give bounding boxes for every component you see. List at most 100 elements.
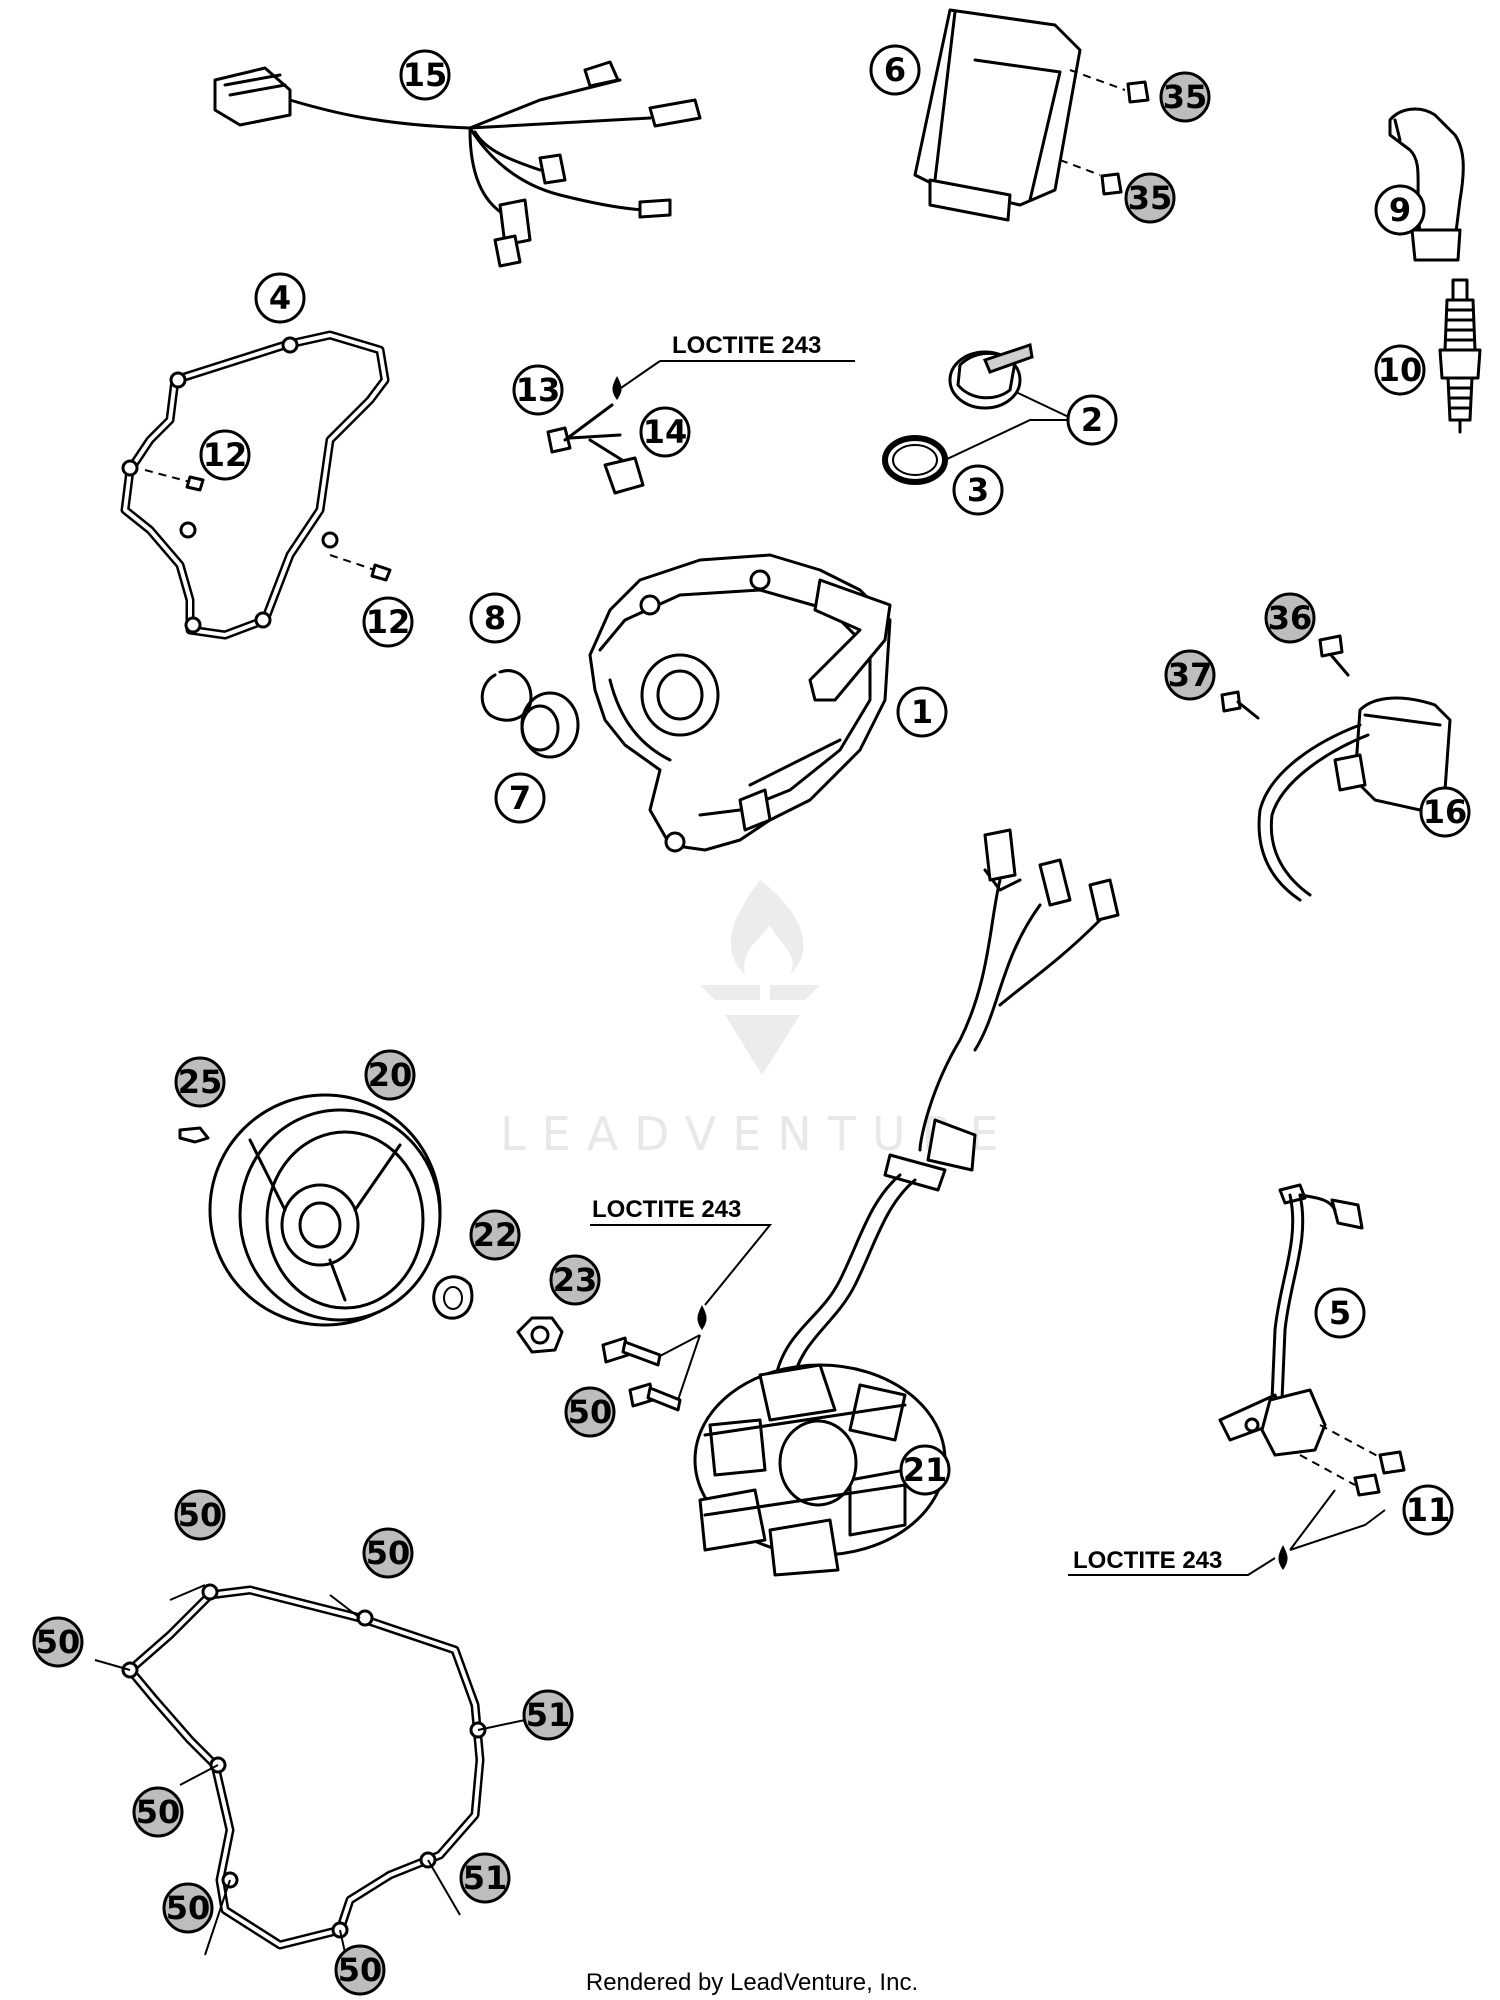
loctite-label-bottom-text: LOCTITE 243: [1073, 1547, 1222, 1574]
callout-21: 21: [899, 1444, 951, 1496]
seal-7-part: [520, 691, 580, 759]
control-unit-part: [913, 8, 1150, 222]
svg-text:25: 25: [178, 1063, 223, 1101]
watermark: LEADVENTURE: [500, 880, 1015, 1161]
callout-25: 25: [174, 1056, 226, 1108]
callout-50c: 50: [362, 1527, 414, 1579]
svg-text:51: 51: [463, 1859, 508, 1897]
svg-text:12: 12: [203, 436, 248, 474]
watermark-text: LEADVENTURE: [500, 1107, 1015, 1161]
callout-51b: 51: [459, 1852, 511, 1904]
stator-part: [693, 828, 1120, 1577]
callout-50a: 50: [564, 1386, 616, 1438]
svg-text:51: 51: [526, 1696, 571, 1734]
svg-text:3: 3: [967, 471, 989, 509]
callout-10: 10: [1374, 344, 1426, 396]
callout-50d: 50: [32, 1616, 84, 1668]
svg-text:16: 16: [1423, 793, 1468, 831]
oil-plug-2-part: [948, 343, 1034, 410]
svg-text:36: 36: [1268, 599, 1313, 637]
svg-text:21: 21: [903, 1451, 948, 1489]
svg-text:37: 37: [1168, 656, 1213, 694]
svg-text:12: 12: [366, 603, 411, 641]
callout-50b: 50: [174, 1489, 226, 1541]
screw-and-sensor-13-14-part: [546, 376, 645, 495]
footer-credit: Rendered by LeadVenture, Inc.: [586, 1969, 918, 1996]
callout-50f: 50: [162, 1882, 214, 1934]
callout-12a: 12: [199, 429, 251, 481]
spark-plug-cap-part: [1388, 107, 1465, 262]
callout-15: 15: [399, 49, 451, 101]
svg-text:10: 10: [1378, 351, 1423, 389]
svg-text:50: 50: [136, 1793, 181, 1831]
stator-bolts-part: [601, 1305, 707, 1412]
callout-20: 20: [364, 1049, 416, 1101]
pickup-sensor-part: [1218, 1183, 1406, 1497]
svg-text:50: 50: [338, 1951, 383, 1989]
spark-plug-part: [1438, 278, 1482, 434]
svg-text:11: 11: [1406, 1491, 1451, 1529]
callout-3: 3: [952, 464, 1004, 516]
svg-text:50: 50: [366, 1534, 411, 1572]
o-ring-3-part: [882, 435, 948, 485]
callout-8: 8: [469, 592, 521, 644]
svg-text:50: 50: [568, 1393, 613, 1431]
svg-text:20: 20: [368, 1056, 413, 1094]
svg-text:14: 14: [643, 413, 688, 451]
svg-text:8: 8: [484, 599, 506, 637]
loctite-label-top-text: LOCTITE 243: [672, 332, 821, 359]
wiring-harness-part: [213, 60, 702, 268]
washer-22-part: [432, 1275, 474, 1320]
callout-14: 14: [639, 406, 691, 458]
loctite-label-mid-text: LOCTITE 243: [592, 1196, 741, 1223]
svg-text:15: 15: [403, 56, 448, 94]
callout-leaders: [94, 391, 1076, 1976]
callout-35a: 35: [1159, 71, 1211, 123]
svg-text:9: 9: [1389, 191, 1411, 229]
callout-16: 16: [1419, 786, 1471, 838]
callout-22: 22: [469, 1209, 521, 1261]
svg-text:50: 50: [166, 1889, 211, 1927]
svg-text:50: 50: [178, 1496, 223, 1534]
callout-50e: 50: [132, 1786, 184, 1838]
svg-text:2: 2: [1081, 401, 1103, 439]
svg-text:22: 22: [473, 1216, 518, 1254]
svg-text:4: 4: [269, 279, 291, 317]
flywheel-part: [208, 1093, 442, 1327]
svg-text:23: 23: [553, 1261, 598, 1299]
callout-50g: 50: [334, 1944, 386, 1996]
loctite-label-bottom: LOCTITE 243: [1068, 1489, 1386, 1576]
callout-9: 9: [1374, 184, 1426, 236]
svg-text:5: 5: [1329, 1294, 1351, 1332]
callout-7: 7: [494, 772, 546, 824]
callout-4: 4: [254, 272, 306, 324]
callout-11: 11: [1402, 1484, 1454, 1536]
callout-6: 6: [869, 44, 921, 96]
cover-gasket-upper-part: [120, 330, 392, 640]
svg-text:13: 13: [516, 371, 561, 409]
callout-1: 1: [896, 686, 948, 738]
callout-23: 23: [549, 1254, 601, 1306]
callout-5: 5: [1314, 1287, 1366, 1339]
ignition-coil-part: [1220, 634, 1452, 902]
callout-51a: 51: [522, 1689, 574, 1741]
woodruff-key-part: [178, 1126, 210, 1144]
callout-35b: 35: [1124, 172, 1176, 224]
callout-12b: 12: [362, 596, 414, 648]
svg-text:1: 1: [911, 693, 933, 731]
callout-37: 37: [1164, 649, 1216, 701]
svg-text:35: 35: [1128, 179, 1173, 217]
callout-36: 36: [1264, 592, 1316, 644]
circlip-8-part: [480, 669, 533, 722]
svg-text:6: 6: [884, 51, 906, 89]
svg-text:50: 50: [36, 1623, 81, 1661]
loctite-label-top: LOCTITE 243: [617, 332, 855, 391]
ignition-cover-part: [588, 553, 892, 853]
svg-text:7: 7: [509, 779, 531, 817]
callout-2: 2: [1066, 394, 1118, 446]
svg-text:35: 35: [1163, 78, 1208, 116]
loctite-label-mid: LOCTITE 243: [590, 1196, 773, 1306]
nut-23-part: [516, 1316, 564, 1354]
callout-13: 13: [512, 364, 564, 416]
